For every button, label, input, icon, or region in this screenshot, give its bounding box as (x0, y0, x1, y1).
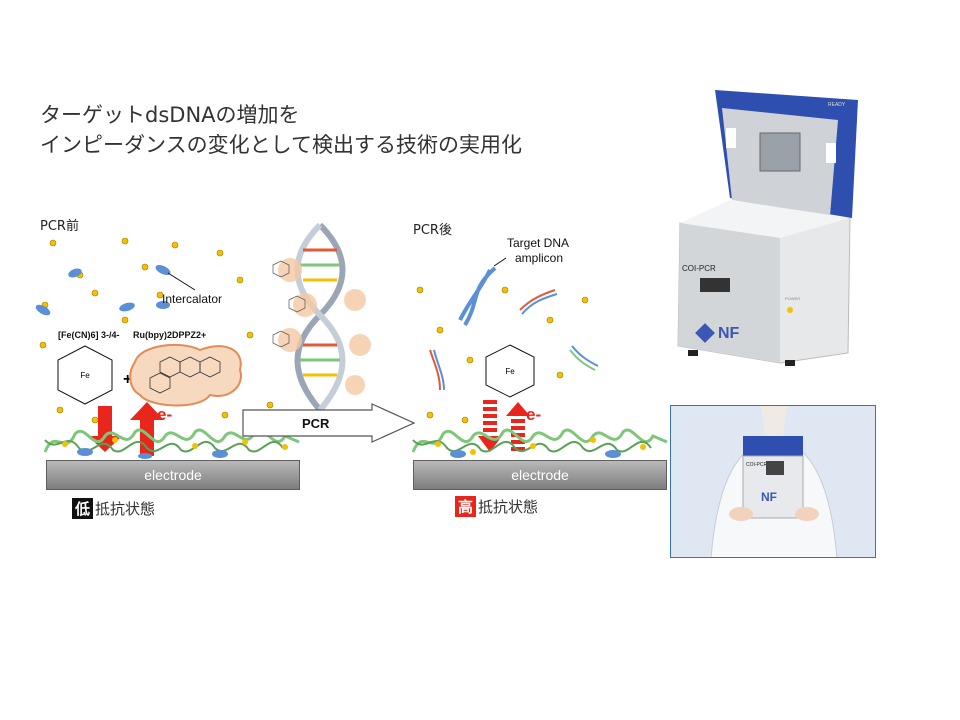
blue-intercalators (35, 265, 171, 316)
ru-formula: Ru(bpy)2DPPZ2+ (133, 330, 207, 340)
right-dna-layer (411, 428, 668, 458)
power-label: POWER (785, 296, 800, 301)
title-line-1: ターゲットdsDNAの増加を (40, 103, 300, 127)
high-mark: 高 (455, 496, 477, 517)
handheld-device-photo: COI-PCR NF (670, 405, 876, 558)
up-arrow-head (130, 402, 164, 420)
low-mark: 低 (72, 498, 94, 519)
left-electron: e- (157, 405, 173, 424)
amplicons (429, 266, 599, 391)
pcr-device-photo: READY COI-PCR POWER NF (677, 90, 858, 366)
left-state: 低抵抗状態 (72, 498, 155, 519)
ferro-hexagon-right (485, 344, 535, 398)
svg-text:Fe: Fe (505, 367, 515, 376)
right-electron: e- (526, 405, 542, 424)
ferro-formula: [Fe(CN)6] 3-/4- (58, 330, 120, 340)
right-state-text: 抵抗状態 (478, 498, 539, 516)
target-label-1: Target DNA (507, 236, 570, 250)
ferro-hexagon (57, 345, 113, 405)
title-line-2: インピーダンスの変化として検出する技術の実用化 (40, 133, 522, 157)
handheld-model: COI-PCR (746, 462, 768, 468)
handheld-brand: NF (761, 490, 777, 504)
left-electrode: electrode (46, 460, 300, 490)
dna-double-helix (272, 222, 371, 412)
left-dna-layer (43, 428, 300, 459)
right-state: 高抵抗状態 (455, 496, 538, 517)
ready-label: READY (828, 102, 846, 108)
svg-text:+: + (123, 371, 132, 388)
brand-logo: NF (718, 325, 740, 342)
intercalator-pointer (167, 272, 196, 291)
left-scatter (35, 237, 274, 424)
pcr-arrow-label: PCR (302, 416, 330, 431)
pcr-after-label: PCR後 (413, 223, 452, 238)
up-arrow-shaft (140, 420, 154, 456)
target-label-2: amplicon (515, 251, 564, 265)
pcr-arrow (242, 403, 416, 443)
svg-text:Fe: Fe (80, 371, 90, 380)
down-arrow-shaft (98, 406, 112, 436)
intercalator-label: Intercalator (162, 292, 223, 306)
pcr-before-label: PCR前 (40, 219, 79, 234)
device-model: COI-PCR (682, 264, 716, 273)
left-state-text: 抵抗状態 (95, 500, 156, 518)
right-electrode: electrode (413, 460, 667, 490)
right-scatter: Fe (416, 257, 599, 424)
slide-title: ターゲットdsDNAの増加を インピーダンスの変化として検出する技術の実用化 (40, 100, 522, 160)
left-molecules: Fe + (57, 343, 242, 456)
